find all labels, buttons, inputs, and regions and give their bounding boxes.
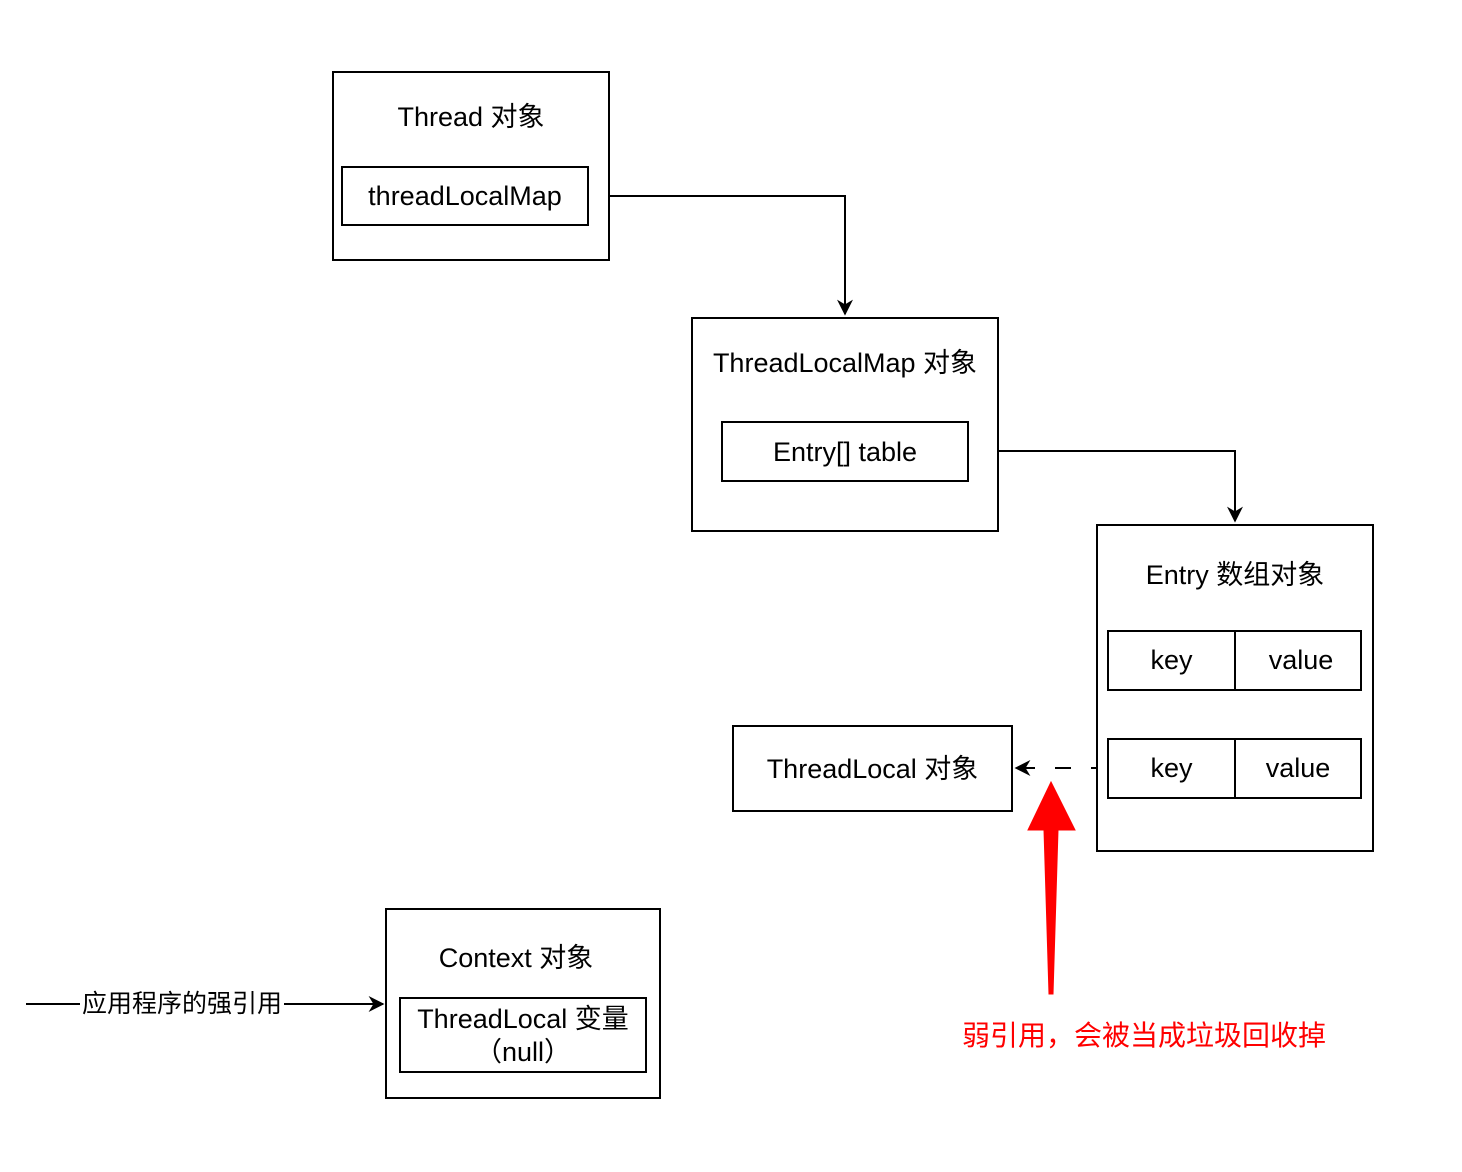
context-object-title: Context 对象 xyxy=(438,943,594,973)
thread-local-variable-label-line1: ThreadLocal 变量 xyxy=(417,1004,629,1034)
arrow-table-to-entry xyxy=(968,450,1243,523)
red-highlight-arrow xyxy=(1027,780,1076,995)
entry-row-2-value: value xyxy=(1234,738,1362,799)
thread-local-variable-label-line2: （null） xyxy=(474,1037,572,1067)
entry-row-2-key: key xyxy=(1107,738,1236,799)
thread-local-map-field: threadLocalMap xyxy=(341,166,589,226)
thread-local-map-field-label: threadLocalMap xyxy=(368,181,562,211)
thread-local-object-box: ThreadLocal 对象 xyxy=(732,725,1013,812)
entry-row-1-value: value xyxy=(1234,630,1362,691)
entry-array-object-title: Entry 数组对象 xyxy=(1145,560,1325,590)
arrow-thread-to-map xyxy=(588,195,853,316)
weak-reference-note: 弱引用，会被当成垃圾回收掉 xyxy=(962,1020,1327,1051)
thread-object-title: Thread 对象 xyxy=(397,102,545,132)
entry-table-field: Entry[] table xyxy=(721,421,969,482)
entry-table-field-label: Entry[] table xyxy=(772,437,918,467)
entry-row-1-key: key xyxy=(1107,630,1236,691)
thread-local-map-object-title: ThreadLocalMap 对象 xyxy=(712,348,978,378)
strong-reference-label: 应用程序的强引用 xyxy=(81,990,282,1018)
thread-local-variable-field: ThreadLocal 变量 （null） xyxy=(399,997,647,1073)
thread-local-object-title: ThreadLocal 对象 xyxy=(766,754,979,784)
